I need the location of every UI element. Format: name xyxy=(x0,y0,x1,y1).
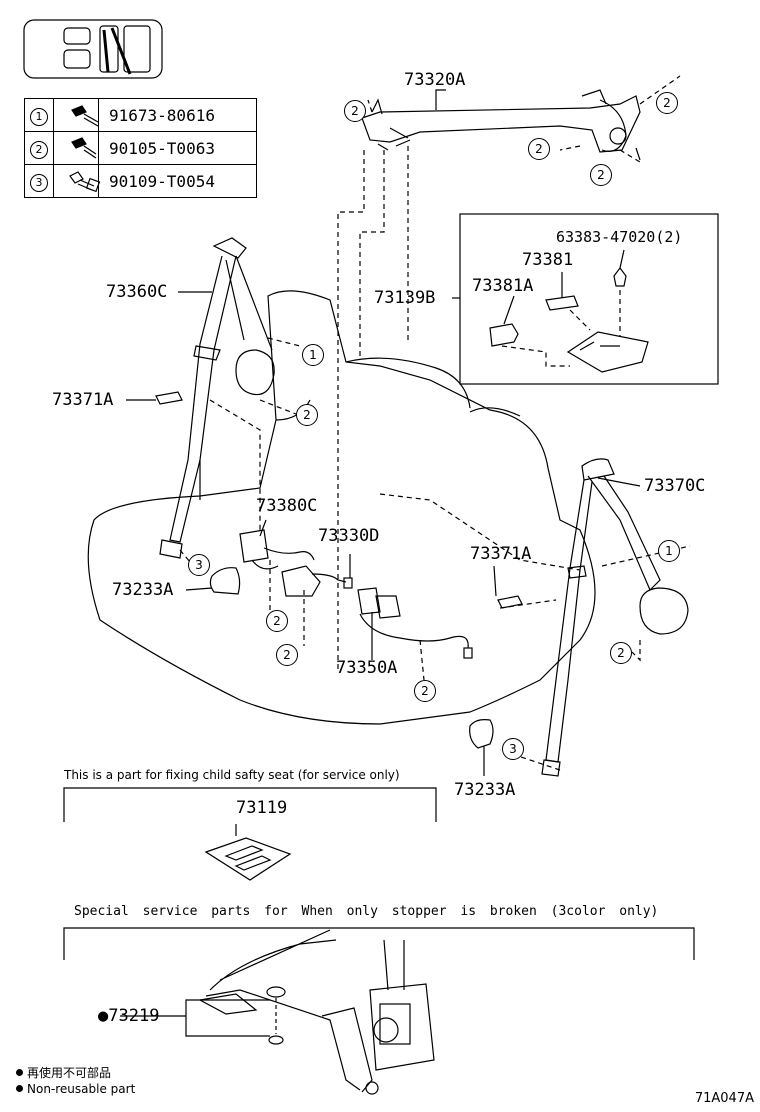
callout-73330D[interactable]: 73330D xyxy=(318,526,380,546)
callout-73381[interactable]: 73381 xyxy=(522,250,574,270)
callout-73219[interactable]: ●73219 xyxy=(98,1006,160,1026)
fastener-bubble[interactable]: 3 xyxy=(502,738,524,760)
callout-73233A-right[interactable]: 73233A xyxy=(454,780,516,800)
callout-73360C[interactable]: 73360C xyxy=(106,282,168,302)
fastener-bubble[interactable]: 2 xyxy=(590,164,612,186)
fastener-bubble[interactable]: 2 xyxy=(276,644,298,666)
callout-73233A-left[interactable]: 73233A xyxy=(112,580,174,600)
non-reusable-dot: ● xyxy=(98,1006,109,1026)
child-seat-note: This is a part for fixing child safty se… xyxy=(64,768,400,782)
fastener-table: 1 91673-80616 2 90105-T0063 3 90109-T005… xyxy=(24,98,257,198)
part-number: 91673-80616 xyxy=(98,98,257,132)
callout-63383[interactable]: 63383-47020(2) xyxy=(556,228,683,246)
legend-jp: 再使用不可部品 xyxy=(16,1064,111,1081)
fastener-bubble[interactable]: 2 xyxy=(266,610,288,632)
table-row: 2 90105-T0063 xyxy=(24,131,257,165)
bullet-icon xyxy=(16,1069,23,1076)
bullet-icon xyxy=(16,1085,23,1092)
fastener-bubble[interactable]: 2 xyxy=(656,92,678,114)
callout-73320A[interactable]: 73320A xyxy=(404,70,466,90)
table-row: 1 91673-80616 xyxy=(24,98,257,132)
ref-number: 2 xyxy=(30,140,48,159)
fastener-bubble[interactable]: 2 xyxy=(528,138,550,160)
callout-73139B[interactable]: 73139B xyxy=(374,288,436,308)
fastener-bubble[interactable]: 3 xyxy=(188,554,210,576)
callout-73119[interactable]: 73119 xyxy=(236,798,288,818)
callout-73371A-left[interactable]: 73371A xyxy=(52,390,114,410)
part-number: 90109-T0054 xyxy=(98,164,257,198)
table-row: 3 90109-T0054 xyxy=(24,164,257,198)
diagram-id: 71A047A xyxy=(694,1091,754,1106)
fastener-bubble[interactable]: 1 xyxy=(658,540,680,562)
fastener-bubble[interactable]: 2 xyxy=(414,680,436,702)
legend-en: Non-reusable part xyxy=(16,1082,135,1096)
part-number: 90105-T0063 xyxy=(98,131,257,165)
vehicle-locator-icon xyxy=(23,19,163,79)
ref-number: 1 xyxy=(30,107,48,126)
callout-73371A-right[interactable]: 73371A xyxy=(470,544,532,564)
callout-73350A[interactable]: 73350A xyxy=(336,658,398,678)
fastener-bubble[interactable]: 1 xyxy=(302,344,324,366)
fastener-bubble[interactable]: 2 xyxy=(344,100,366,122)
callout-73380C[interactable]: 73380C xyxy=(256,496,318,516)
callout-73381A[interactable]: 73381A xyxy=(472,276,534,296)
fastener-bubble[interactable]: 2 xyxy=(296,404,318,426)
ref-number: 3 xyxy=(30,173,48,192)
fastener-bubble[interactable]: 2 xyxy=(610,642,632,664)
callout-73370C[interactable]: 73370C xyxy=(644,476,706,496)
special-parts-note: Special service parts for When only stop… xyxy=(74,904,659,919)
